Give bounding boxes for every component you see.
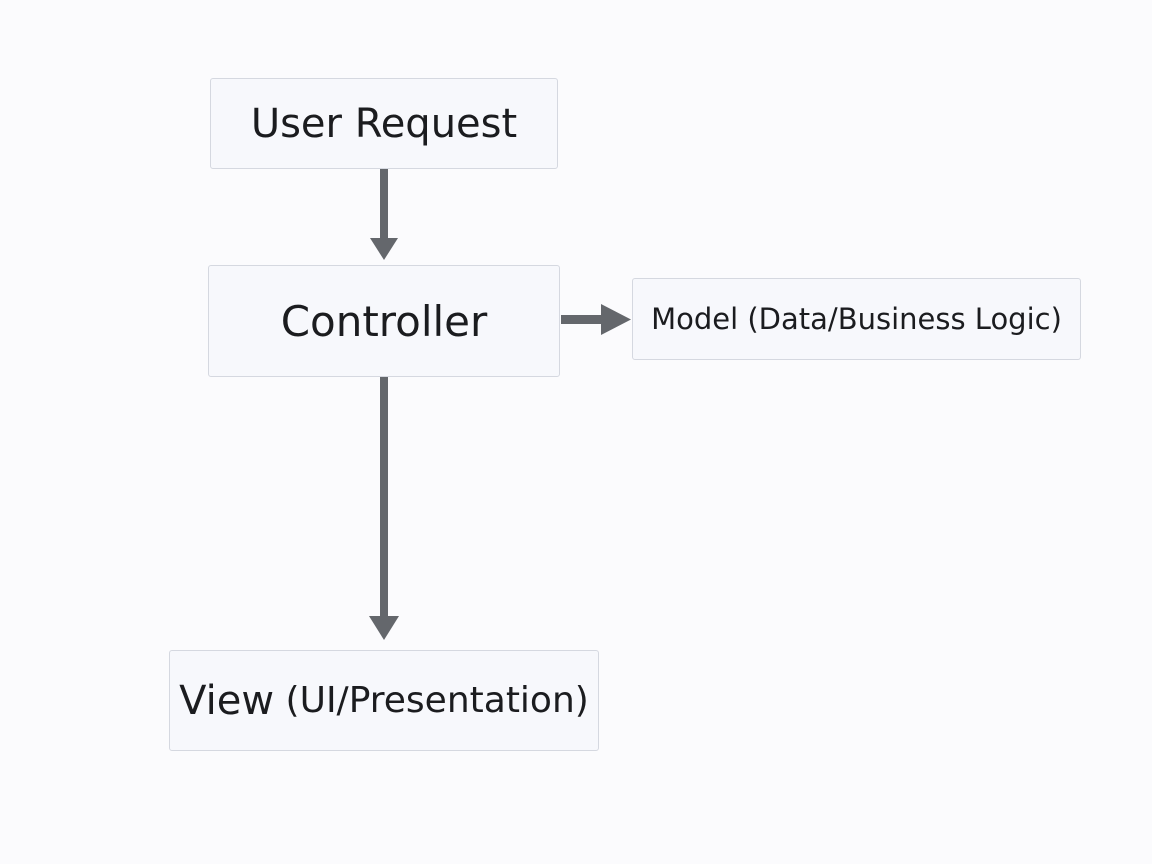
model-label: Model (Data/Business Logic) <box>651 302 1062 336</box>
view-node: View (UI/Presentation) <box>169 650 599 751</box>
view-sublabel: (UI/Presentation) <box>285 680 589 721</box>
model-node: Model (Data/Business Logic) <box>632 278 1081 360</box>
arrow-user-request-to-controller <box>370 169 398 260</box>
controller-node: Controller <box>208 265 560 377</box>
arrow-controller-to-view <box>369 377 399 640</box>
arrow-controller-to-model <box>561 304 631 335</box>
view-label: View <box>179 677 275 724</box>
controller-label: Controller <box>280 296 488 346</box>
user-request-label: User Request <box>250 100 518 147</box>
user-request-node: User Request <box>210 78 558 169</box>
